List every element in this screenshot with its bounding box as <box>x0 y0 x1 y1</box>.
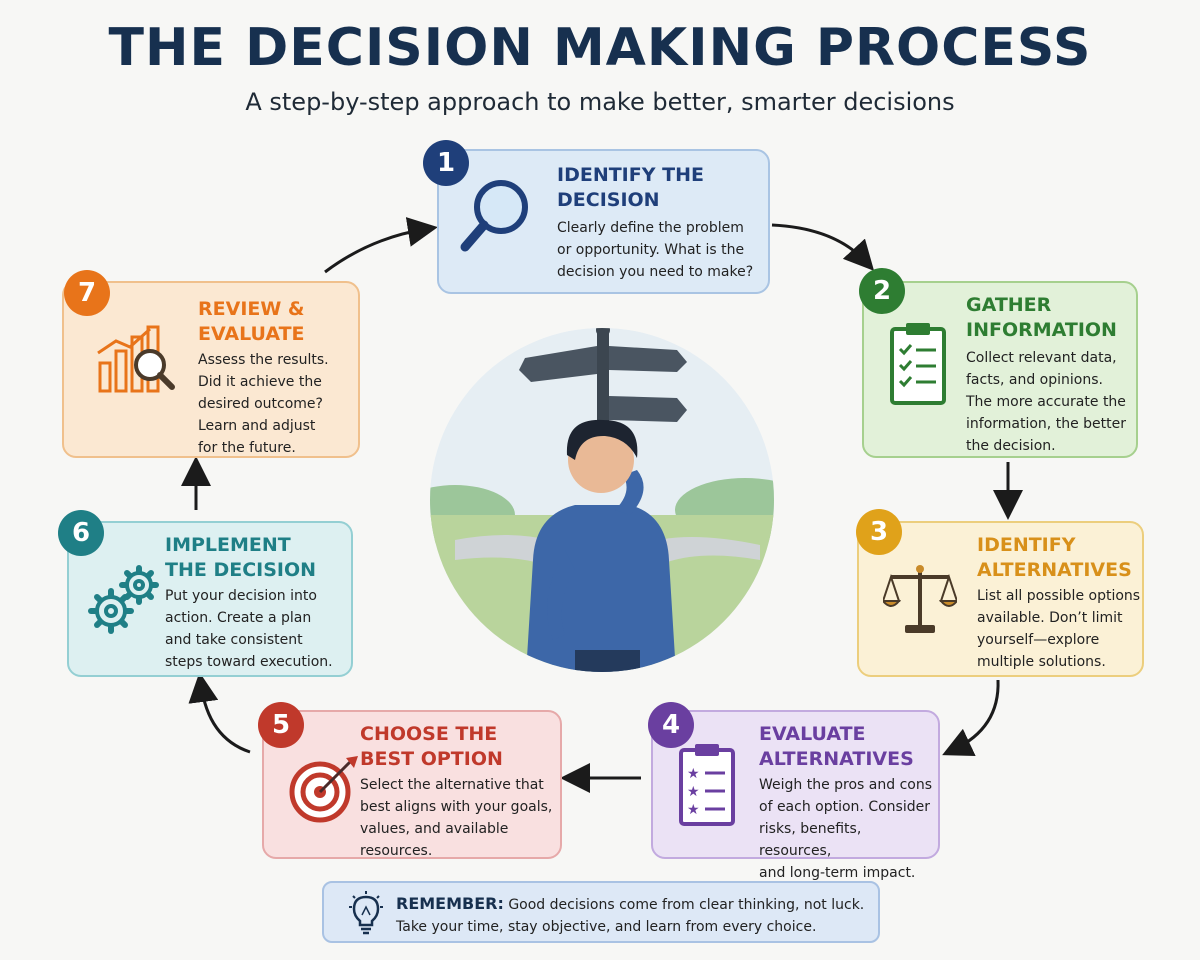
svg-text:★: ★ <box>687 766 700 782</box>
target-icon <box>289 756 358 823</box>
arrow-1-to-2 <box>771 223 875 271</box>
chart-magnifier-icon <box>97 325 175 393</box>
arrow-3-to-4 <box>942 679 1000 756</box>
step-7-badge: 7 <box>64 270 110 316</box>
svg-text:★: ★ <box>687 802 700 818</box>
remember-box: REMEMBER: Good decisions come from clear… <box>322 881 880 943</box>
arrow-5-to-6 <box>188 672 251 754</box>
step-6-badge: 6 <box>58 510 104 556</box>
step-4-badge: 4 <box>648 702 694 748</box>
remember-label: REMEMBER: <box>396 894 504 913</box>
page-subtitle: A step-by-step approach to make better, … <box>245 88 955 116</box>
remember-text: REMEMBER: Good decisions come from clear… <box>396 893 864 938</box>
gears-icon <box>88 565 159 634</box>
clipboard-checklist-icon <box>890 323 946 405</box>
magnifier-icon <box>460 180 528 252</box>
step-1-badge: 1 <box>423 140 469 186</box>
step-2-badge: 2 <box>859 268 905 314</box>
page-title: THE DECISION MAKING PROCESS <box>108 18 1092 78</box>
balance-scale-icon <box>883 565 957 633</box>
step-3-badge: 3 <box>856 509 902 555</box>
step-5-badge: 5 <box>258 702 304 748</box>
step-7-title: REVIEW &EVALUATE <box>198 298 305 345</box>
step-7-card: REVIEW &EVALUATE Assess the results.Did … <box>62 281 360 458</box>
arrow-7-to-1 <box>324 217 438 274</box>
lightbulb-icon <box>349 891 383 935</box>
svg-text:★: ★ <box>687 784 700 800</box>
remember-line-2: Take your time, stay objective, and lear… <box>396 919 817 935</box>
person-at-crossroads-icon <box>430 328 774 672</box>
star-clipboard-icon: ★ ★ ★ <box>679 744 735 826</box>
step-2-description: Collect relevant data,facts, and opinion… <box>966 350 1126 454</box>
remember-line-1: Good decisions come from clear thinking,… <box>508 897 865 913</box>
